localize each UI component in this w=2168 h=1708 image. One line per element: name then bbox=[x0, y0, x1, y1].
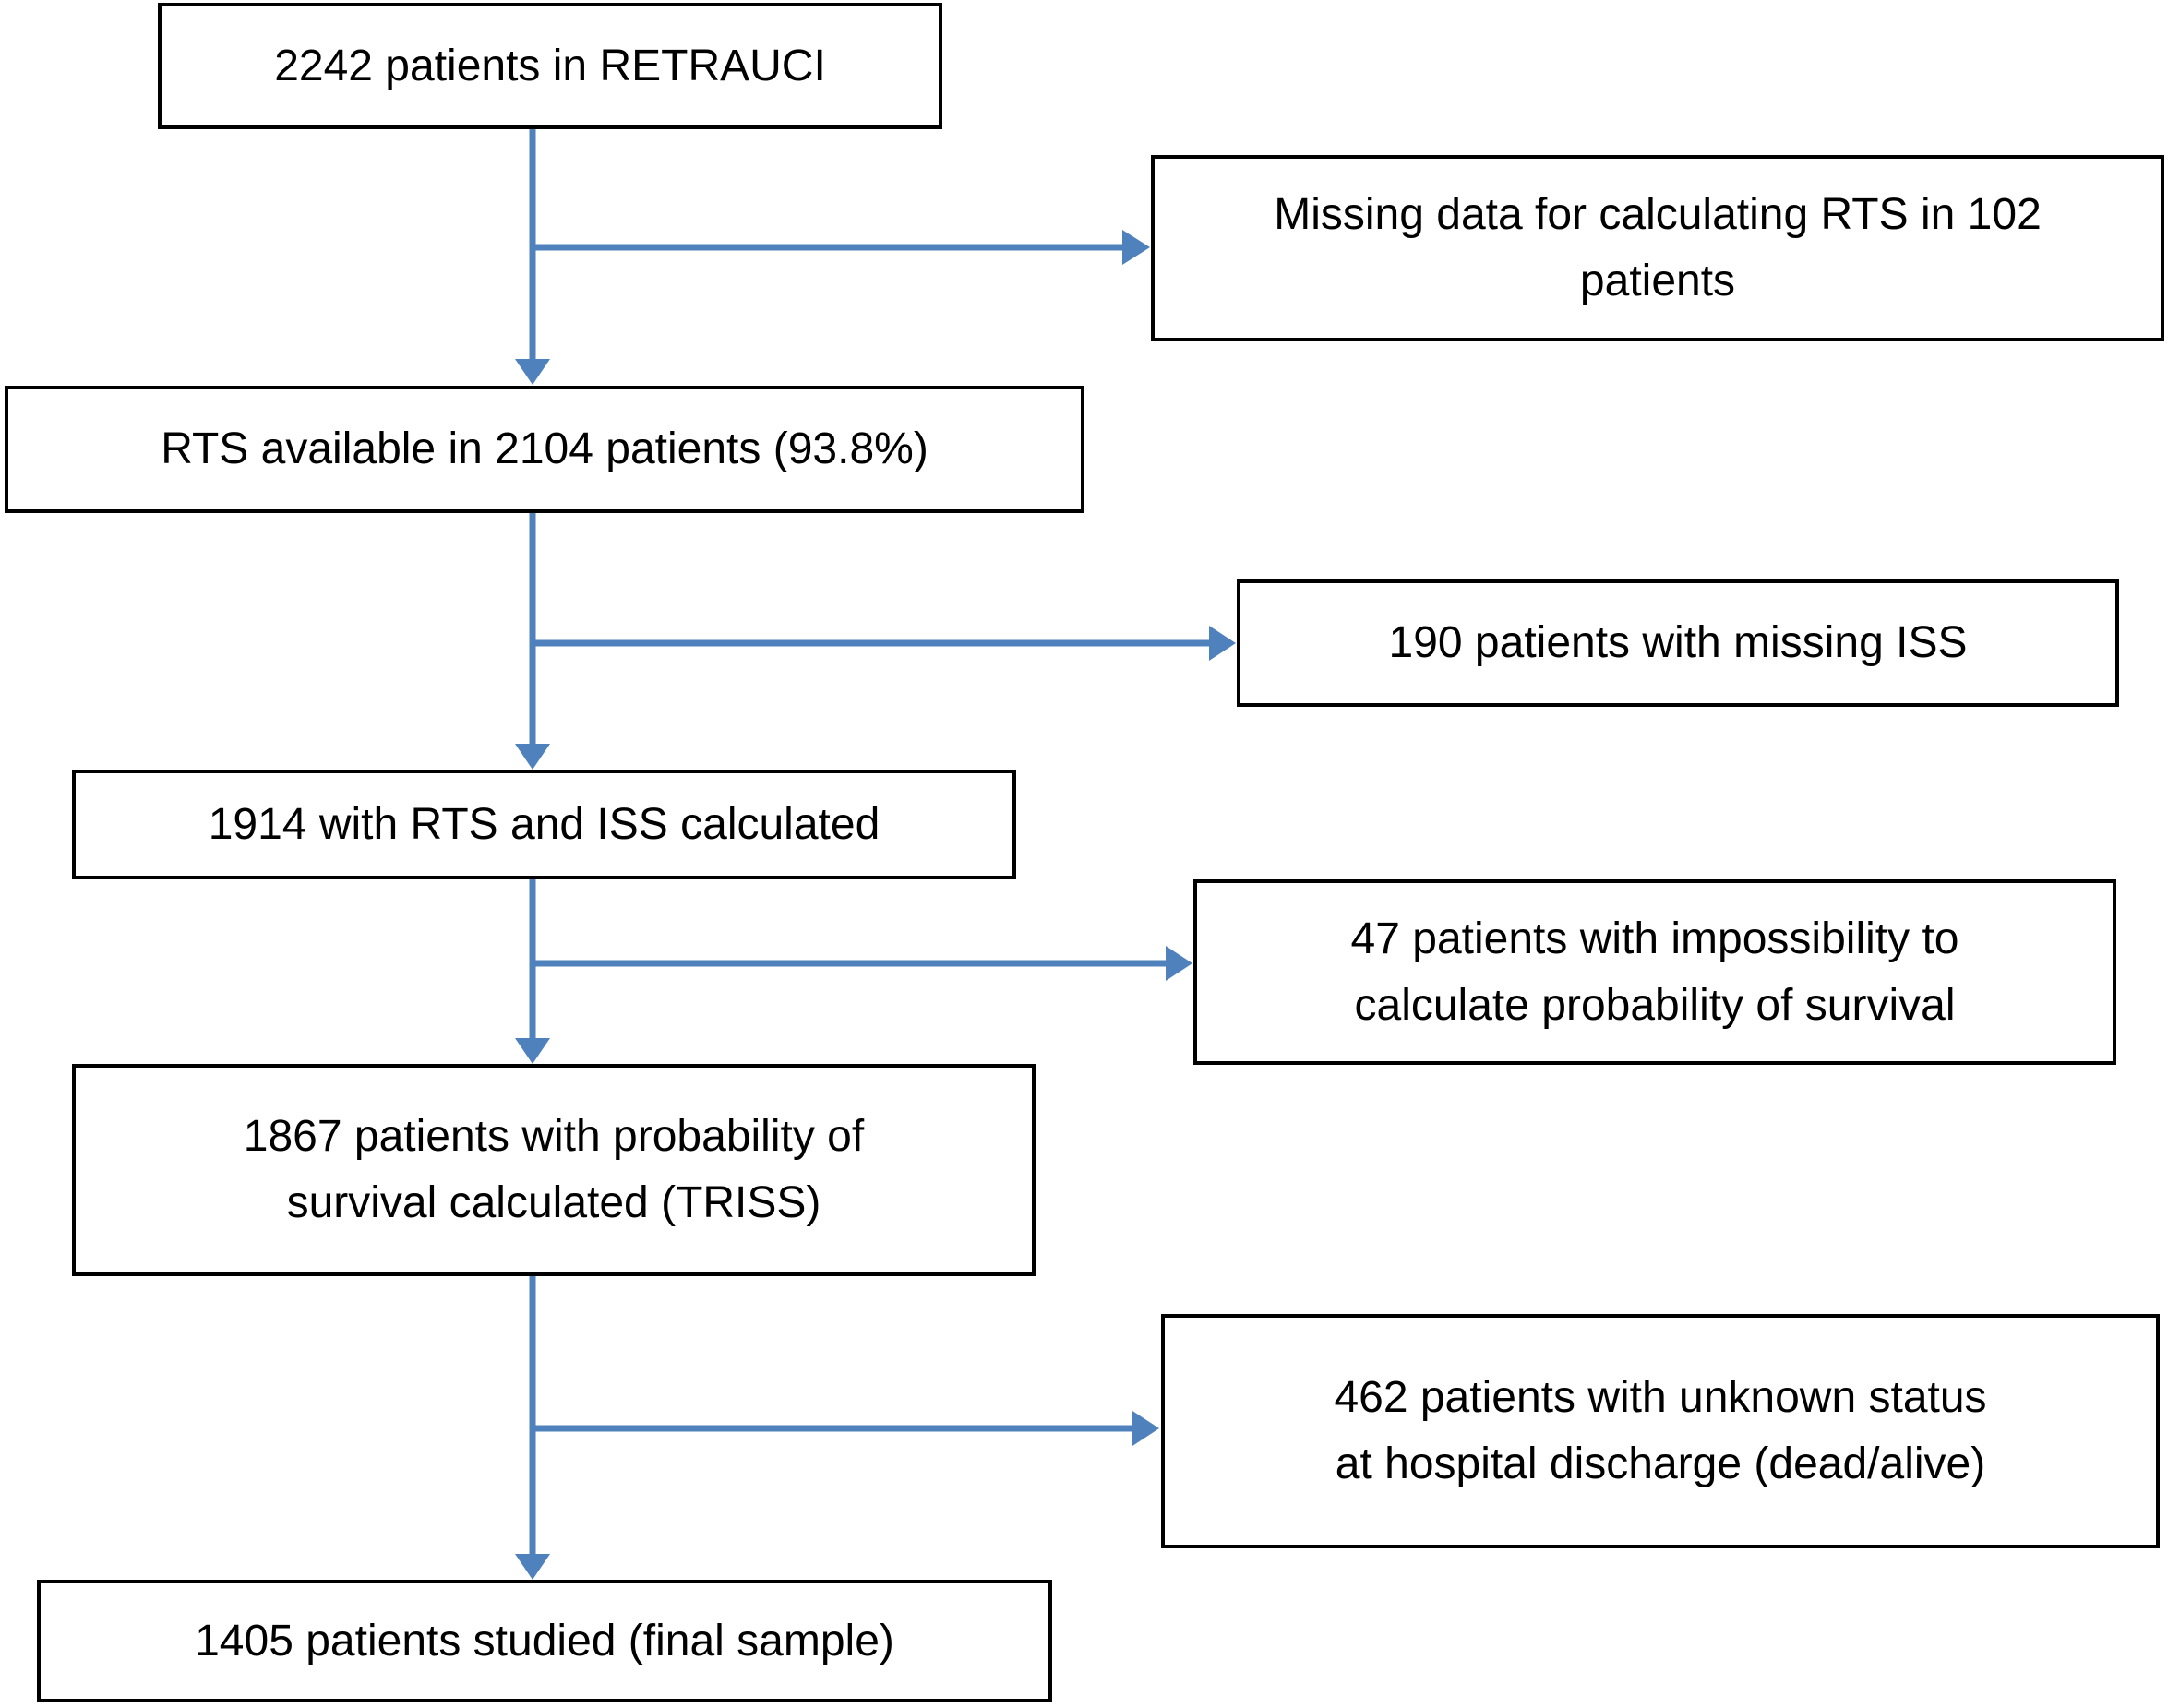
flow-box-final-sample: 1405 patients studied (final sample) bbox=[37, 1580, 1052, 1702]
flow-box-label: 2242 patients in RETRAUCI bbox=[274, 41, 826, 90]
arrow-down-icon bbox=[515, 359, 550, 385]
exclusion-box-unknown-status: 462 patients with unknown status at hosp… bbox=[1161, 1314, 2160, 1548]
arrow-right-icon bbox=[1166, 946, 1192, 981]
arrow-right-icon bbox=[1209, 626, 1236, 661]
flow-box-label: 1405 patients studied (final sample) bbox=[195, 1616, 894, 1666]
arrow-down-icon bbox=[515, 1554, 550, 1580]
arrow-down-icon bbox=[515, 1038, 550, 1064]
flow-box-label: 1867 patients with probability of surviv… bbox=[243, 1112, 865, 1227]
exclusion-box-label: 462 patients with unknown status at hosp… bbox=[1334, 1373, 1987, 1488]
exclusion-box-missing-iss: 190 patients with missing ISS bbox=[1237, 579, 2119, 707]
flow-box-label: 1914 with RTS and ISS calculated bbox=[208, 799, 880, 849]
flow-box-triss-calculated: 1867 patients with probability of surviv… bbox=[72, 1064, 1036, 1276]
exclusion-box-missing-rts: Missing data for calculating RTS in 102 … bbox=[1151, 155, 2164, 341]
exclusion-box-no-survival-probability: 47 patients with impossibility to calcul… bbox=[1193, 879, 2116, 1065]
arrow-right-icon bbox=[1132, 1411, 1159, 1446]
arrow-right-icon bbox=[1122, 230, 1150, 265]
arrow-down-icon bbox=[515, 744, 550, 770]
flow-box-total-patients: 2242 patients in RETRAUCI bbox=[158, 3, 942, 129]
exclusion-box-label: 190 patients with missing ISS bbox=[1388, 618, 1968, 667]
exclusion-box-label: 47 patients with impossibility to calcul… bbox=[1350, 914, 1959, 1030]
flow-box-label: RTS available in 2104 patients (93.8%) bbox=[161, 424, 928, 473]
flow-box-rts-iss-calculated: 1914 with RTS and ISS calculated bbox=[72, 770, 1016, 879]
flow-box-rts-available: RTS available in 2104 patients (93.8%) bbox=[5, 386, 1084, 513]
exclusion-box-label: Missing data for calculating RTS in 102 … bbox=[1274, 190, 2042, 305]
